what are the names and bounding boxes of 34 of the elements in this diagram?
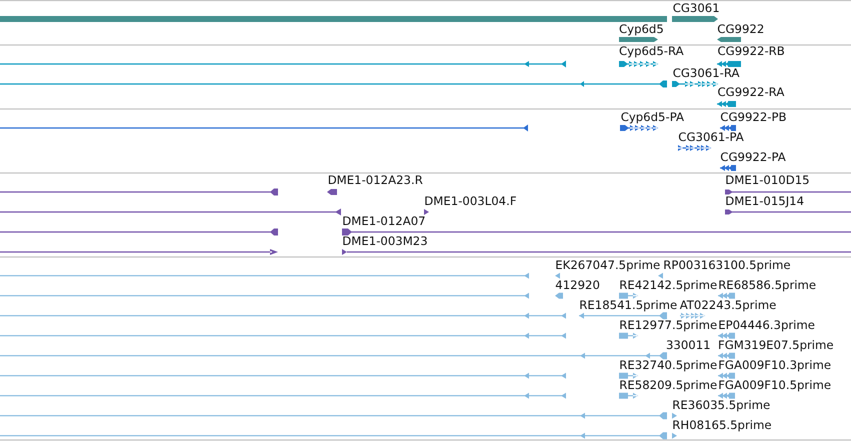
feature-label: AT02243.5prime: [680, 300, 776, 312]
feature-label: CG3061: [672, 2, 720, 14]
feature-label: RE42142.5prime: [619, 280, 718, 292]
feature-label: RE36035.5prime: [672, 400, 770, 412]
feature-label: 330011: [666, 340, 711, 352]
feature-label: Cyp6d5: [619, 24, 664, 36]
feature-label: DME1-010D15: [725, 175, 810, 187]
feature-label: DME1-012A23.R: [328, 175, 423, 187]
feature-label: RH08165.5prime: [672, 420, 772, 432]
feature-label: RE58209.5prime: [619, 380, 718, 392]
feature-label: EK267047.5prime: [555, 260, 660, 272]
feature-label: DME1-003L04.F: [424, 196, 517, 208]
feature-label: FGA009F10.3prime: [718, 360, 832, 372]
feature-label: RP003163100.5prime: [663, 260, 791, 272]
feature-label: CG3061-PA: [678, 132, 744, 144]
feature-label: RE68586.5prime: [718, 280, 816, 292]
feature-label: CG9922-PB: [720, 112, 787, 124]
feature-label: CG9922-PA: [720, 152, 786, 164]
feature-label: RE12977.5prime: [619, 320, 718, 332]
feature-label: FGM319E07.5prime: [718, 340, 834, 352]
feature-label: EP04446.3prime: [718, 320, 815, 332]
feature-label: RE32740.5prime: [619, 360, 718, 372]
feature-label: CG3061-RA: [672, 68, 740, 80]
feature-label: 412920: [555, 280, 600, 292]
feature-label: Cyp6d5-PA: [620, 112, 684, 124]
feature-label: Cyp6d5-RA: [619, 46, 684, 58]
feature-label: DME1-012A07: [342, 216, 426, 228]
feature-label: DME1-003M23: [342, 236, 428, 248]
feature-label: FGA009F10.5prime: [718, 380, 832, 392]
feature-label: RE18541.5prime: [579, 300, 678, 312]
feature-label: DME1-015J14: [725, 196, 804, 208]
feature-label: CG9922-RB: [718, 46, 785, 58]
feature-label: CG9922: [717, 24, 764, 36]
feature-label: CG9922-RA: [718, 87, 784, 99]
